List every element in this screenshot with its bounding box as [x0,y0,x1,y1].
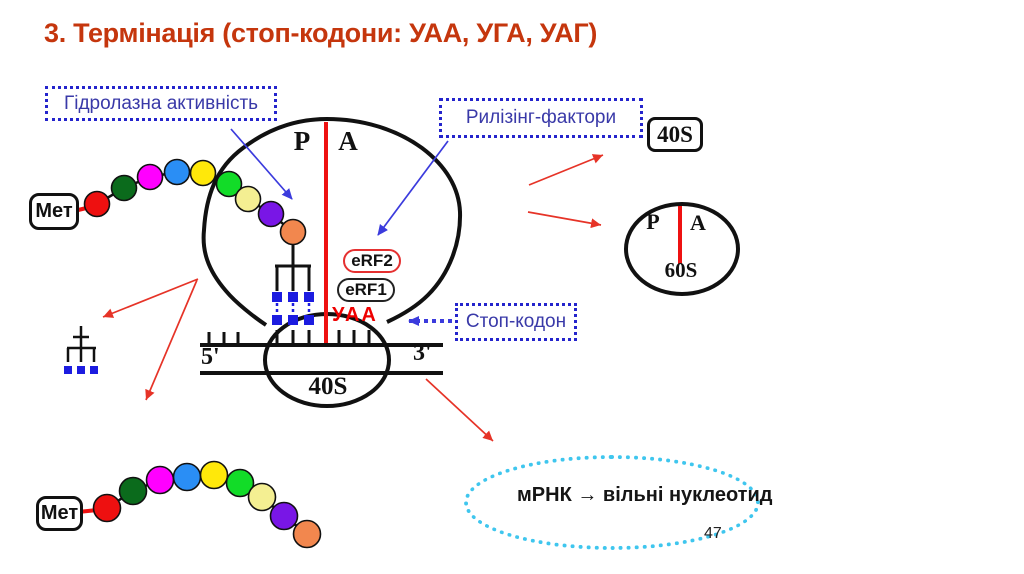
anticodon-dashes [275,303,311,314]
callout-release-factors-label: Рилізінг-фактори [465,107,617,128]
callout-release-factors: Рилізінг-фактори [439,98,643,138]
slide-title: 3. Термінація (стоп-кодони: УАА, УГА, УА… [44,18,598,48]
callout-stop-codon-label: Стоп-кодон [465,311,567,332]
page-number: 47 [704,525,722,542]
arrow-to-mrna-note [425,378,494,442]
met-box-bottom: Мет [36,496,83,531]
peptide-bead [110,174,138,202]
erf1-pill: eRF1 [337,278,395,302]
mrna-note-text: мРНК → вільні нуклеотид [517,484,773,506]
peptide-bead [215,170,243,198]
peptide-bead [279,218,307,246]
stop-codon-sequence: УАА [332,304,378,326]
callout-stop-codon: Стоп-кодон [455,303,577,341]
mrna-codon-ticks [207,330,371,344]
peptide-bead [257,200,285,228]
peptide-bead [83,190,111,218]
callout-hydrolase: Гідролазна активність [45,86,277,121]
released-anticodon-squares [64,366,98,374]
peptide-bead [199,460,229,490]
met-box-top: Мет [29,193,79,230]
peptide-bead [118,476,148,506]
peptide-chain-bottom [92,460,322,549]
arrow-to-40s-box [528,154,604,186]
anticodon-squares [272,292,314,325]
peptide-bead [234,185,262,213]
peptide-chain-top [83,158,307,246]
peptide-bead [136,163,164,191]
dissociated-p-site-label: P [646,209,660,234]
arrow-hydrolase-to-psite [230,128,293,200]
dissociated-60s-divider [678,206,682,264]
arrow-release-factors-to-erf [377,140,449,236]
released-trna-icon [66,326,96,362]
a-site-label: A [338,126,358,156]
mrna-three-prime-label: 3' [413,340,432,366]
peptide-bead [145,465,175,495]
peptide-bead [172,462,202,492]
dissociated-a-site-label: A [690,210,706,235]
p-site-label: P [293,126,311,156]
arrow-to-released-peptide [145,279,198,401]
peptide-bead [189,159,217,187]
arrow-to-60s [527,211,602,229]
erf2-pill: eRF2 [343,249,401,273]
mrna-five-prime-label: 5' [201,344,220,370]
mrna-note-ellipse [464,455,760,550]
peptide-bead [225,468,255,498]
arrow-to-released-trna [102,278,199,318]
small-subunit-label: 40S [308,373,348,400]
peptide-bead [269,501,299,531]
large-subunit-outline [201,116,463,327]
p-site-trna-icon [275,242,311,291]
callout-hydrolase-label: Гідролазна активність [63,92,259,114]
dissociated-60s-label: 60S [664,258,698,282]
peptide-bead [163,158,191,186]
peptide-bead [247,482,277,512]
dissociated-40s-box: 40S [647,117,703,152]
dissociated-60s-circle [624,202,740,296]
peptide-bead [292,519,322,549]
peptide-bead [92,493,122,523]
